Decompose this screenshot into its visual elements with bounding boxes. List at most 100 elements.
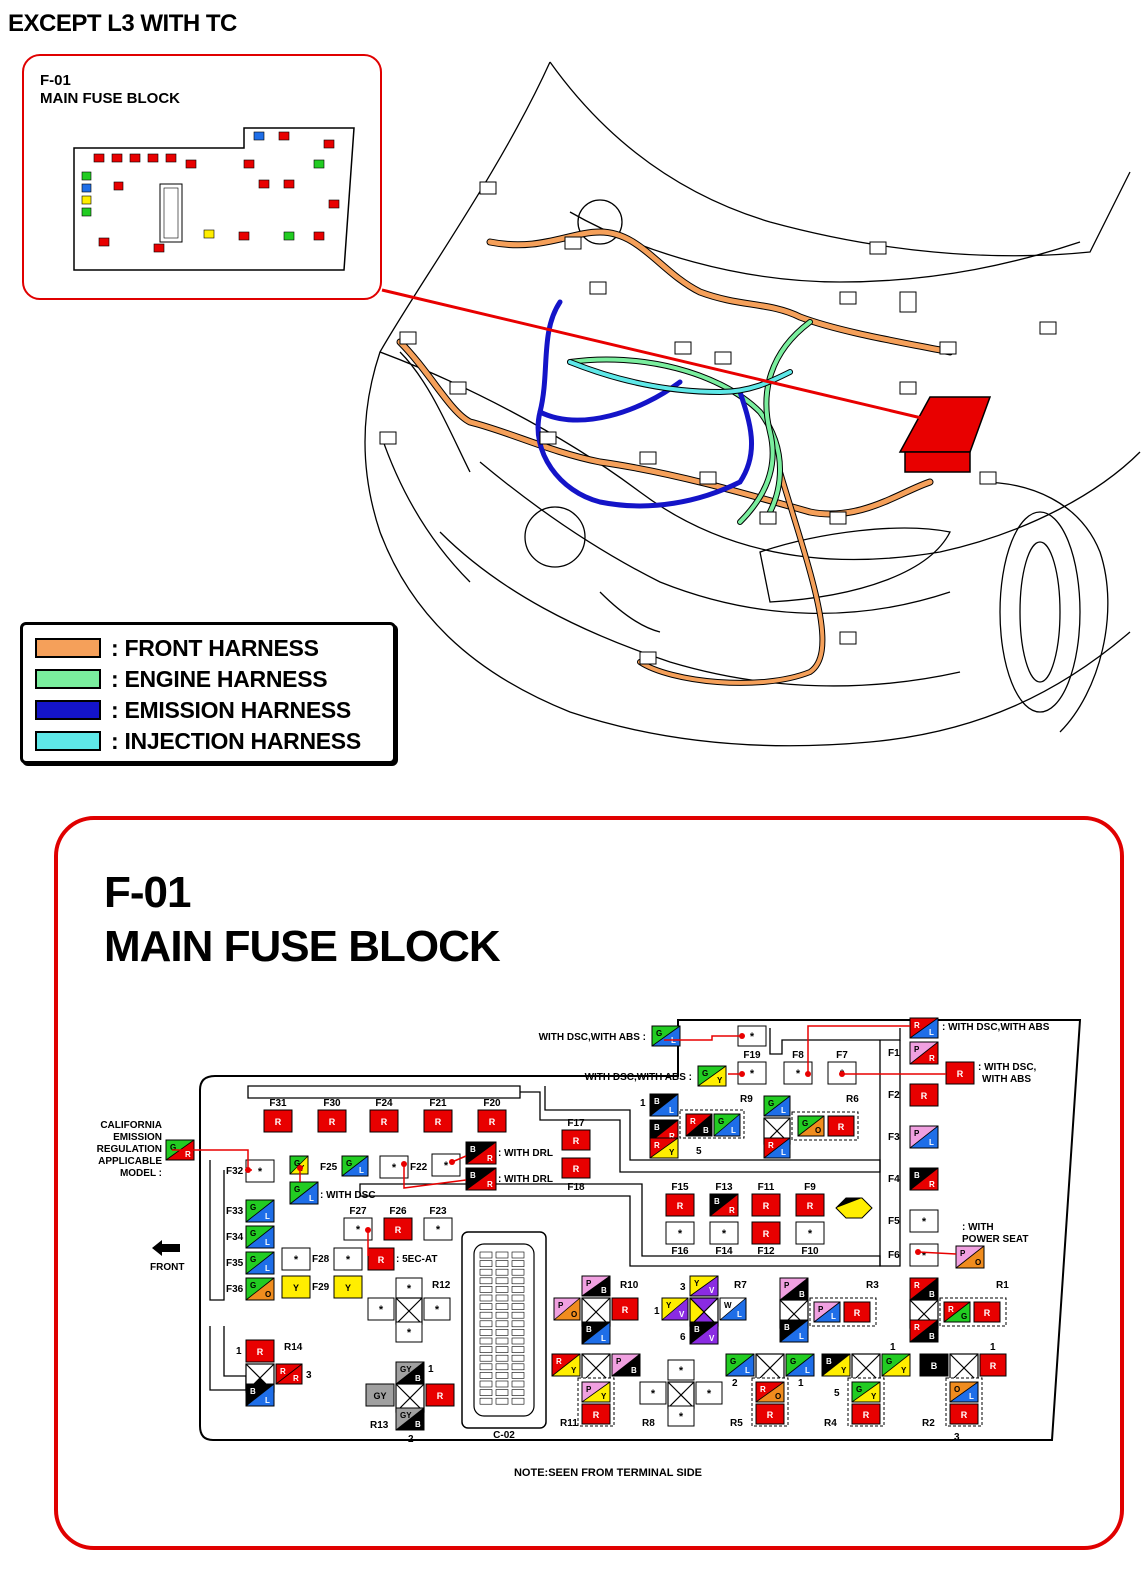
wire-code: P	[914, 1129, 920, 1138]
relay-r12-left: *	[367, 1297, 395, 1321]
wire-code: Y	[666, 1301, 672, 1310]
wire-code: L	[601, 1334, 606, 1343]
wire-code: G	[768, 1099, 774, 1108]
wire-code: G	[790, 1357, 796, 1366]
relay-r8-left: *	[639, 1381, 667, 1405]
wire-code: B	[654, 1097, 660, 1106]
connector-pin	[495, 1389, 509, 1396]
california-label-line: CALIFORNIA	[100, 1120, 162, 1131]
fuse-f33: GL	[245, 1199, 275, 1223]
wire-code: Y	[841, 1366, 847, 1375]
legend-label-front: : FRONT HARNESS	[111, 634, 319, 661]
wire-code: O	[954, 1385, 960, 1394]
relay-r11-left: RY	[551, 1353, 581, 1377]
wire-code: R	[760, 1385, 766, 1394]
fuse-f25-b: GL	[341, 1155, 369, 1177]
fuse-f35: GL	[245, 1251, 275, 1275]
fuse-f14: *	[709, 1221, 739, 1245]
wire-code: G	[856, 1385, 862, 1394]
wire-code: R	[593, 1410, 600, 1420]
relay-r1-bottom: RB	[909, 1319, 939, 1343]
note-power-seat-b: POWER SEAT	[962, 1234, 1028, 1245]
relay-r4-d: R	[851, 1403, 881, 1425]
wire-code: R	[768, 1141, 774, 1150]
fuse-label-f19: F19	[743, 1050, 761, 1061]
wire-code: R	[293, 1374, 299, 1383]
star-mark: *	[796, 1068, 801, 1080]
connector-pin	[495, 1346, 509, 1353]
wire-code: L	[265, 1396, 270, 1405]
relay-r6-c: GO	[797, 1115, 825, 1137]
relay-r4-right: GY	[881, 1353, 911, 1377]
connector-pin	[479, 1329, 493, 1336]
fuse-label-f21: F21	[429, 1098, 447, 1109]
wire-code: B	[250, 1387, 256, 1396]
wire-code: R	[329, 1117, 336, 1127]
star-mark: *	[346, 1254, 351, 1266]
connector-pin	[479, 1268, 493, 1276]
wire-code: O	[815, 1126, 821, 1135]
connector-pin	[479, 1380, 493, 1388]
star-mark: *	[436, 1224, 441, 1236]
fuse-f9: R	[795, 1193, 825, 1217]
fuse-f17: R	[561, 1129, 591, 1151]
relay-label-r12: R12	[432, 1280, 451, 1291]
wire-code: R	[275, 1117, 282, 1127]
wire-code: P	[558, 1301, 564, 1310]
inset-fuse-block-thumbnail[interactable]: F-01 MAIN FUSE BLOCK	[22, 54, 382, 300]
fuse-label-f12: F12	[757, 1246, 775, 1257]
fuse-dsc-abs-1: GL	[651, 1025, 681, 1047]
wire-code: B	[586, 1325, 592, 1334]
connector-pin	[479, 1260, 493, 1267]
legend-swatch-injection	[35, 731, 101, 751]
pin-number: 1	[428, 1364, 434, 1375]
connector-pin	[479, 1389, 493, 1396]
wire-code: R	[838, 1122, 845, 1132]
connector-pin	[479, 1277, 493, 1285]
relay-r1-d: R	[973, 1301, 1001, 1323]
wire-code: R	[489, 1117, 496, 1127]
relay-label-r10: R10	[620, 1280, 639, 1291]
star-mark: *	[678, 1228, 683, 1240]
relay-label-r1: R1	[996, 1280, 1009, 1291]
fuse-dsc-abs-right: RL	[909, 1017, 939, 1039]
connector-pin	[495, 1397, 509, 1405]
connector-pin	[495, 1277, 509, 1285]
wire-code: L	[265, 1264, 270, 1273]
wire-code: G	[250, 1281, 256, 1290]
wire-code: L	[359, 1166, 364, 1175]
legend-swatch-front	[35, 638, 101, 658]
fuse-f24: R	[369, 1109, 399, 1133]
connector-pin	[479, 1311, 493, 1319]
relay-r13-left: GY	[365, 1383, 395, 1407]
connector-pin	[511, 1311, 525, 1319]
wire-code: B	[931, 1361, 938, 1371]
connector-pin	[495, 1320, 509, 1328]
wire-code: GY	[400, 1411, 412, 1420]
wire-code: G	[346, 1159, 352, 1168]
fuse-label-f31: F31	[269, 1098, 287, 1109]
relay-r3-d: R	[843, 1301, 871, 1323]
legend-label-injection: : INJECTION HARNESS	[111, 727, 361, 754]
relay-r12-top: *	[395, 1277, 423, 1299]
star-mark: *	[651, 1388, 656, 1400]
relay-r8-top: *	[667, 1359, 695, 1381]
wire-code: B	[470, 1145, 476, 1154]
relay-r11-right: PB	[611, 1353, 641, 1377]
wire-code: L	[781, 1106, 786, 1115]
relay-r12-right: *	[423, 1297, 451, 1321]
fuse-f3: PL	[909, 1125, 939, 1149]
wire-code: L	[805, 1366, 810, 1375]
star-mark: *	[922, 1250, 927, 1262]
relay-r5-left: GL	[725, 1353, 755, 1377]
relay-r10-top: PB	[581, 1275, 611, 1297]
relay-r9-d: RB	[685, 1113, 713, 1137]
wire-code: L	[745, 1366, 750, 1375]
relay-r1-c: RG	[943, 1301, 971, 1323]
connector-pin	[511, 1303, 525, 1310]
relay-r12-bottom: *	[395, 1321, 423, 1343]
relay-label-r13: R13	[370, 1420, 389, 1431]
fuse-f19-b: *	[737, 1061, 767, 1085]
inset-fuse-block-drawing	[73, 127, 355, 271]
connector-pin	[479, 1294, 493, 1302]
